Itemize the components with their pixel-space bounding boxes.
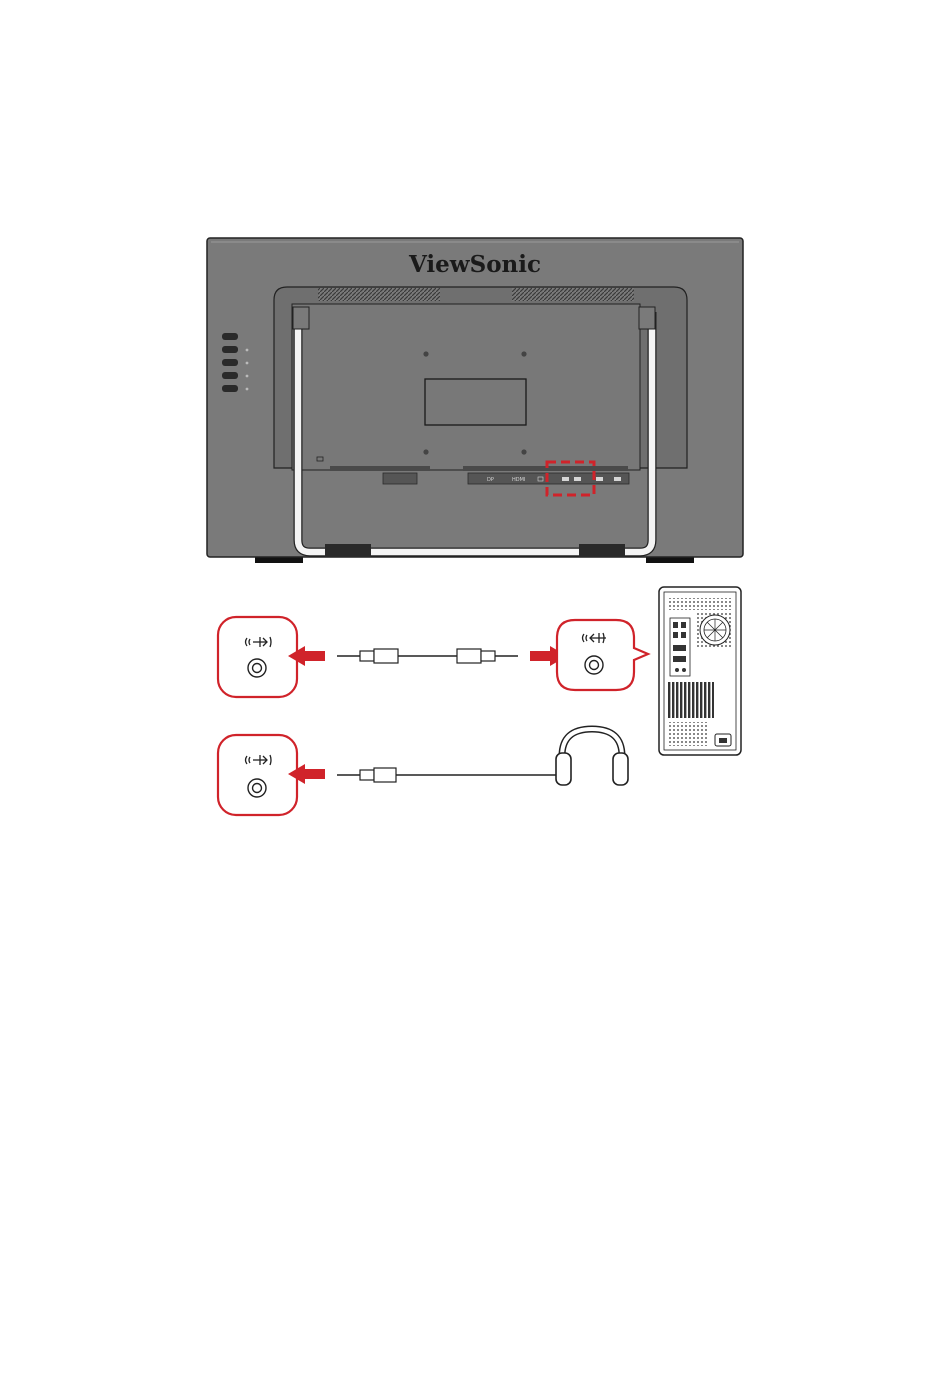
stand-rubber-pad-right [579, 544, 625, 557]
port-label-hdmi: HDMI [512, 477, 525, 483]
vesa-screw [423, 449, 428, 454]
desktop-pc-icon [659, 587, 741, 755]
monitor-brand-logo: ViewSonic [408, 251, 541, 278]
monitor-vent-right [512, 288, 634, 301]
audio-in-callout-bottom [218, 735, 297, 815]
audio-out-callout-pc [557, 620, 648, 690]
port-label-dp: DP [487, 477, 494, 483]
vesa-screw [521, 351, 526, 356]
usb-port [596, 477, 603, 481]
headphones-icon [556, 729, 628, 785]
audio-in-callout-top [218, 617, 297, 697]
vesa-screw [521, 449, 526, 454]
stand-hinge-left [293, 307, 309, 329]
audio-out-port [574, 477, 581, 481]
monitor-vent-left [318, 288, 440, 301]
usb-port [614, 477, 621, 481]
vesa-screw [423, 351, 428, 356]
stand-rubber-pad-left [325, 544, 371, 557]
monitor-rear: ViewSonic [207, 238, 743, 563]
monitor-inner-panel [292, 304, 640, 470]
io-strip-small-ports [330, 466, 430, 471]
audio-in-port [562, 477, 569, 481]
audio-cable-icon [337, 768, 563, 782]
stand-hinge-right [639, 307, 655, 329]
usb-upstream-port [383, 473, 417, 484]
audio-cable-icon [337, 649, 518, 663]
